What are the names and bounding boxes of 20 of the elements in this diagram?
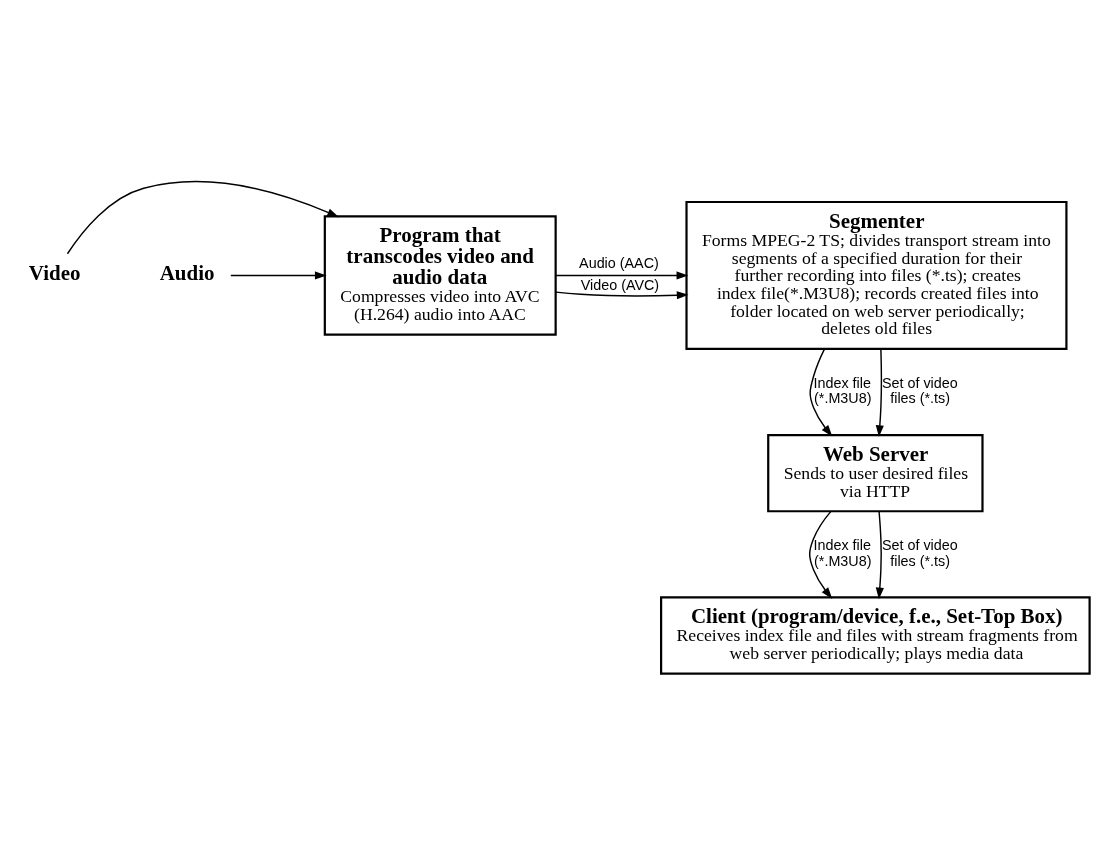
arrow xyxy=(555,270,689,280)
arrow xyxy=(230,270,327,280)
edge-label: Video (AVC) xyxy=(580,276,660,293)
arrow xyxy=(66,180,339,254)
edge-label: Set of video files (*.ts) xyxy=(881,536,958,569)
node-text: Audio xyxy=(159,260,215,285)
node-box: Web Server Sends to user desired files via HTTP xyxy=(767,433,984,512)
node-box: Segmenter Forms MPEG-2 TS; divides transport stream into segments of a specified duration for their further recording into files (*.ts); creates index file(*.M3U8); records created files into folder located on web server periodically; deletes old files xyxy=(685,200,1068,350)
arrow xyxy=(809,347,833,437)
arrow xyxy=(555,290,689,299)
arrow xyxy=(875,510,884,599)
arrow xyxy=(875,347,884,437)
node-box: Client (program/device, f.e., Set-Top Box) Receives index file and files with stream fragments from web server periodically; plays media data xyxy=(660,595,1091,675)
arrow xyxy=(808,510,833,599)
edge-label: Index file (*.M3U8) xyxy=(813,536,872,569)
node-text: Video xyxy=(28,260,81,285)
node-box: Program that transcodes video and audio data Compresses video into AVC (H.264) audio into AAC xyxy=(323,214,557,336)
edge-label: Set of video files (*.ts) xyxy=(881,374,958,406)
edge-label: Audio (AAC) xyxy=(579,254,659,271)
edge-label: Index file (*.M3U8) xyxy=(813,374,872,406)
